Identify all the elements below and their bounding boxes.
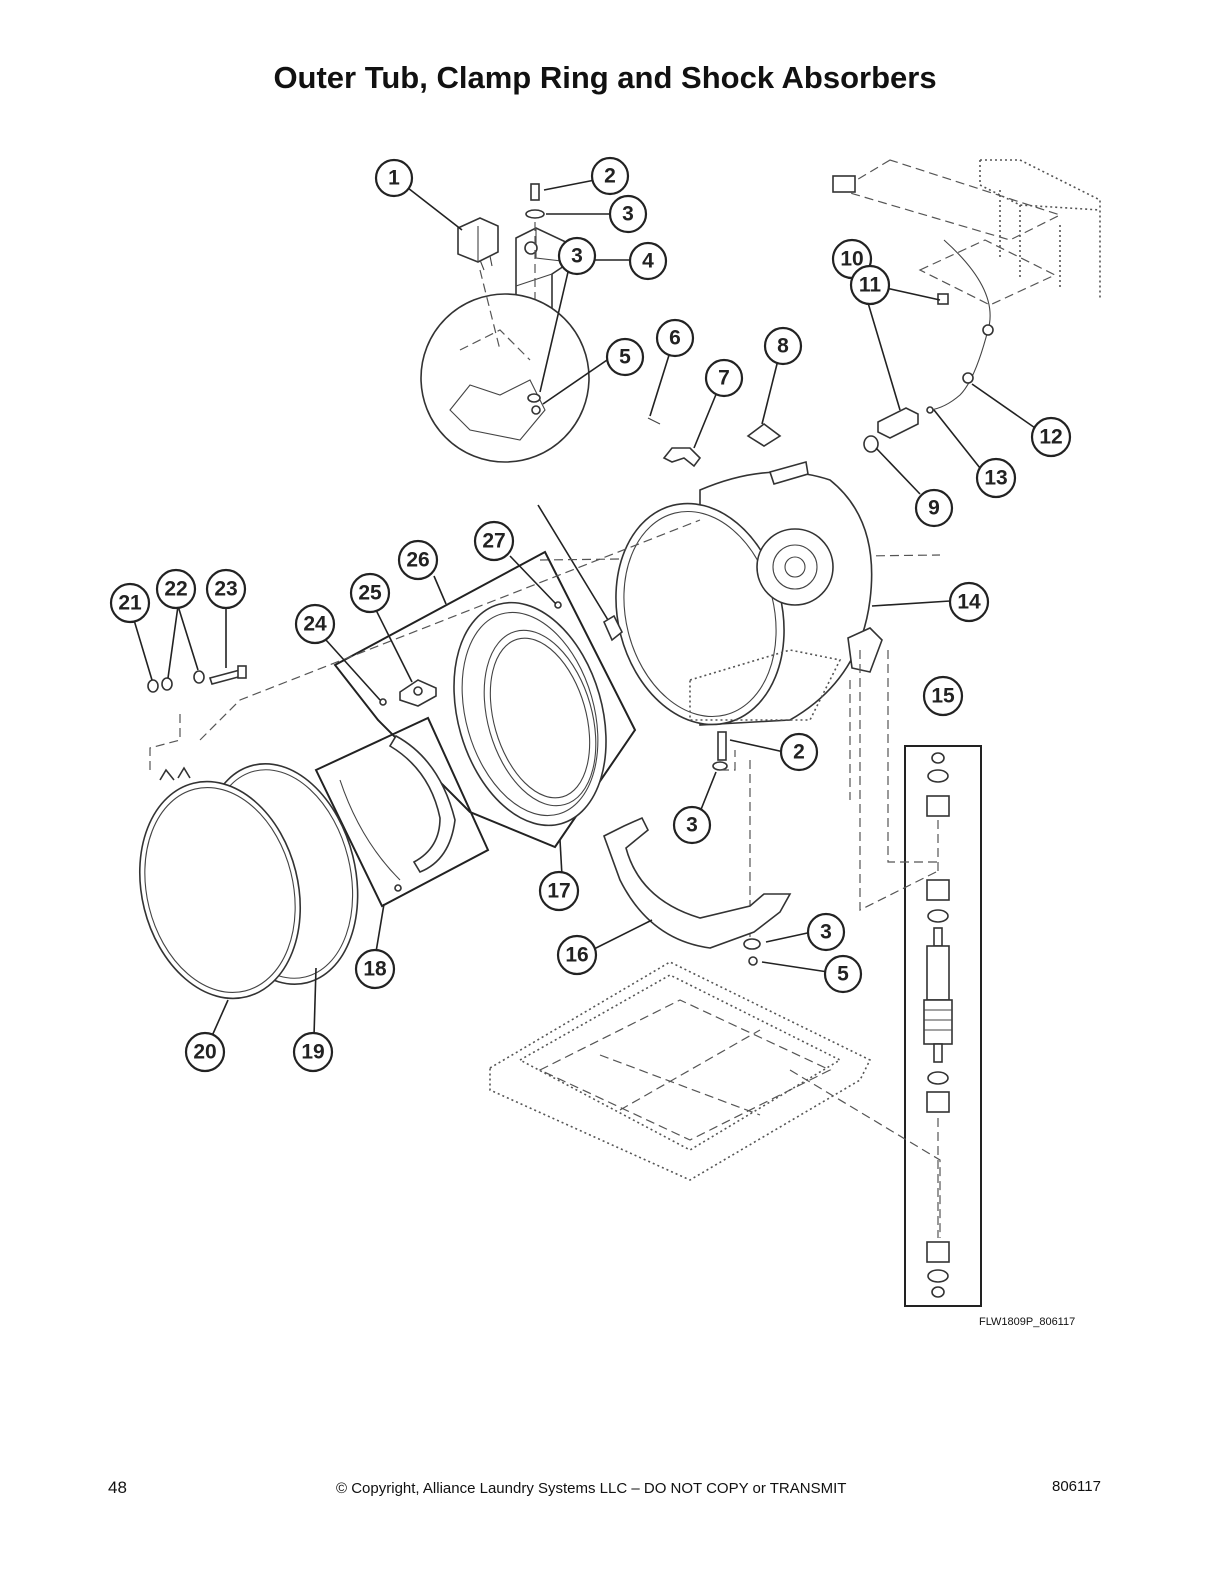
page-number: 48 xyxy=(108,1478,127,1497)
svg-text:20: 20 xyxy=(193,1041,216,1064)
part-8-label xyxy=(746,423,782,447)
callout-1: 1 xyxy=(374,158,414,198)
callout-14: 14 xyxy=(948,581,990,623)
svg-text:5: 5 xyxy=(837,963,849,986)
callout-2b: 2 xyxy=(779,732,819,772)
svg-text:3: 3 xyxy=(820,921,832,944)
svg-text:24: 24 xyxy=(303,613,327,636)
callout-24: 24 xyxy=(294,603,336,645)
svg-text:16: 16 xyxy=(565,944,588,967)
svg-text:17: 17 xyxy=(547,880,570,903)
svg-text:5: 5 xyxy=(619,346,631,369)
callout-8: 8 xyxy=(763,326,803,366)
callout-5b: 5 xyxy=(823,954,863,994)
svg-text:1: 1 xyxy=(388,167,400,190)
figure-code: FLW1809P_806117 xyxy=(979,1316,1076,1328)
part-2-screw-lower xyxy=(712,731,728,771)
callout-19: 19 xyxy=(292,1031,334,1073)
part-16-support-bracket xyxy=(603,816,792,949)
callout-3d: 3 xyxy=(806,912,846,952)
callout-2: 2 xyxy=(590,156,630,196)
svg-text:21: 21 xyxy=(118,592,142,615)
callout-17: 17 xyxy=(538,870,580,912)
callout-6: 6 xyxy=(655,318,695,358)
svg-text:3: 3 xyxy=(622,203,634,226)
callout-18: 18 xyxy=(354,948,396,990)
part-12-hose xyxy=(929,239,994,411)
callout-11: 11 xyxy=(849,264,891,306)
svg-text:8: 8 xyxy=(777,335,789,358)
callout-27: 27 xyxy=(473,520,515,562)
callout-12: 12 xyxy=(1030,416,1072,458)
callout-15: 15 xyxy=(922,675,964,717)
callout-22: 22 xyxy=(155,568,197,610)
svg-text:11: 11 xyxy=(859,274,882,297)
part-13-fitting xyxy=(926,406,934,414)
svg-text:22: 22 xyxy=(164,578,187,601)
svg-text:2: 2 xyxy=(793,741,805,764)
document-number: 806117 xyxy=(1052,1478,1101,1495)
svg-text:15: 15 xyxy=(931,685,955,708)
callout-5: 5 xyxy=(605,337,645,377)
svg-text:4: 4 xyxy=(642,250,654,273)
callout-9: 9 xyxy=(914,488,954,528)
copyright-notice: © Copyright, Alliance Laundry Systems LL… xyxy=(336,1480,847,1497)
cabinet-frame-corner xyxy=(832,159,1101,306)
part-14-outer-tub xyxy=(539,460,941,726)
callout-20: 20 xyxy=(184,1031,226,1073)
callout-21: 21 xyxy=(109,582,151,624)
part-20-clamp-ring xyxy=(138,519,701,1000)
part-7-clip xyxy=(662,447,702,468)
part-24-screw xyxy=(379,698,387,706)
svg-text:23: 23 xyxy=(214,578,237,601)
svg-text:27: 27 xyxy=(482,530,505,553)
callout-13: 13 xyxy=(975,457,1017,499)
callout-25: 25 xyxy=(349,572,391,614)
callout-16: 16 xyxy=(556,934,598,976)
base-frame xyxy=(489,961,872,1181)
part-1-switch xyxy=(457,217,499,271)
part-11-clip xyxy=(937,293,949,305)
part-2-screw-top xyxy=(525,183,545,219)
svg-text:18: 18 xyxy=(363,958,387,981)
svg-text:7: 7 xyxy=(718,367,730,390)
group-box-26 xyxy=(333,550,637,849)
part-3-washer-lower xyxy=(743,938,761,950)
svg-text:6: 6 xyxy=(669,327,681,350)
svg-text:19: 19 xyxy=(301,1041,324,1064)
part-22-washers xyxy=(161,670,205,691)
part-17-gasket xyxy=(453,601,607,827)
detail-zoom-circle xyxy=(420,269,609,621)
callout-23: 23 xyxy=(205,568,247,610)
svg-text:3: 3 xyxy=(571,245,583,268)
svg-text:12: 12 xyxy=(1039,426,1062,449)
part-10-pressure-switch xyxy=(877,407,919,439)
part-15-shock-absorber xyxy=(923,752,953,1298)
svg-text:14: 14 xyxy=(957,591,981,614)
callout-3b: 3 xyxy=(557,236,597,276)
svg-text:10: 10 xyxy=(840,248,863,271)
page-title: Outer Tub, Clamp Ring and Shock Absorber… xyxy=(273,60,937,95)
callout-26: 26 xyxy=(397,539,439,581)
svg-text:3: 3 xyxy=(686,814,698,837)
callout-3c: 3 xyxy=(672,805,712,845)
part-5-nut-lower xyxy=(748,956,758,966)
part-21-nut xyxy=(147,679,159,693)
svg-text:25: 25 xyxy=(358,582,382,605)
svg-text:2: 2 xyxy=(604,165,616,188)
callout-7: 7 xyxy=(704,358,744,398)
svg-text:9: 9 xyxy=(928,497,940,520)
svg-text:13: 13 xyxy=(984,467,1007,490)
group-box-18 xyxy=(314,716,490,908)
group-box-15 xyxy=(904,745,982,1307)
part-9-grommet xyxy=(863,435,879,453)
part-6-screw xyxy=(647,417,661,425)
svg-text:26: 26 xyxy=(406,549,429,572)
callout-4: 4 xyxy=(628,241,668,281)
part-25-hinge-block xyxy=(399,679,437,707)
callout-3: 3 xyxy=(608,194,648,234)
part-23-bolt xyxy=(208,665,247,685)
